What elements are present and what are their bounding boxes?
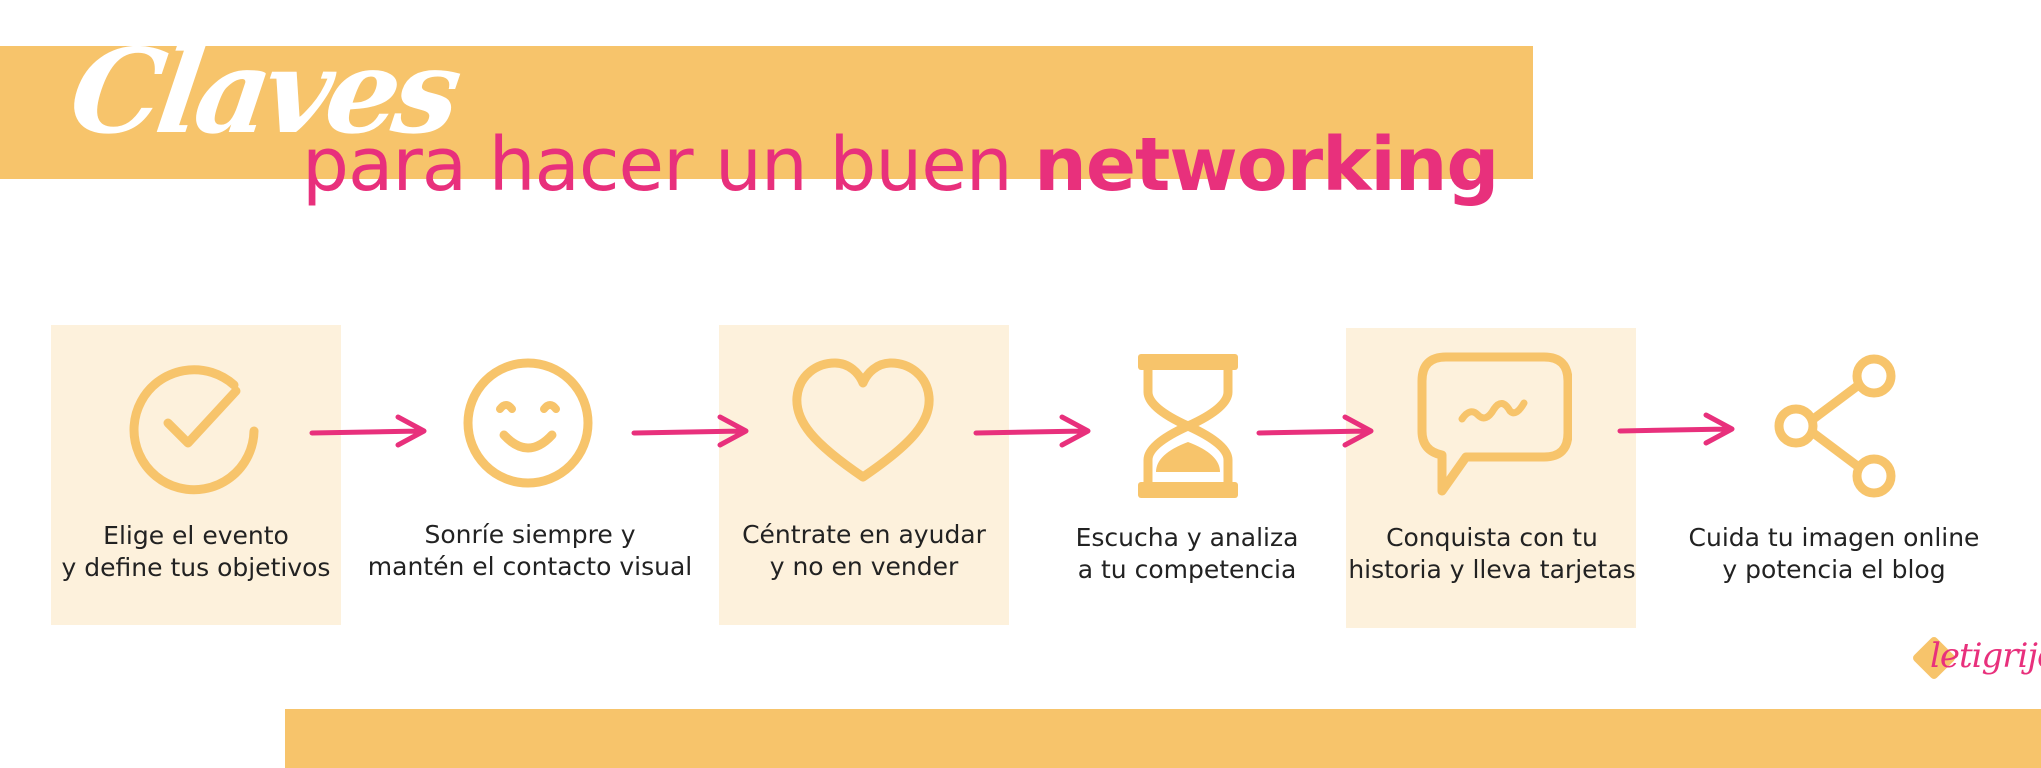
flow-arrow-2 [630,411,750,451]
brand-logo: letigrijo [1910,630,2041,690]
check-circle-icon [116,343,276,503]
share-icon [1764,346,1924,506]
step-6-label: Cuida tu imagen online y potencia el blo… [1688,523,1980,584]
speech-bubble-icon [1412,343,1572,503]
step-4-label: Escucha y analiza a tu competencia [1075,523,1299,584]
flow-arrow-4 [1255,411,1375,451]
top-banner-band [0,46,1533,179]
step-3-label: Céntrate en ayudar y no en vender [742,520,986,581]
flow-arrow-3 [972,411,1092,451]
step-5-label: Conquista con tu historia y lleva tarjet… [1348,523,1636,584]
title-main-bold: networking [1034,122,1499,208]
page-title: para hacer un buen networking [302,128,1499,202]
step-2-label: Sonríe siempre y mantén el contacto visu… [367,520,693,581]
step-5-panel [1346,328,1636,628]
step-1-panel [51,325,341,625]
heart-icon [783,345,943,505]
title-main-prefix: para hacer un buen [302,122,1035,208]
bottom-banner-band [285,709,2041,768]
flow-arrow-1 [308,411,428,451]
brand-logo-text: letigrijo [1930,636,2041,676]
smiley-face-icon [448,343,608,503]
flow-arrow-5 [1616,409,1736,449]
step-1-label: Elige el evento y define tus objetivos [61,521,331,582]
hourglass-icon [1108,346,1268,506]
